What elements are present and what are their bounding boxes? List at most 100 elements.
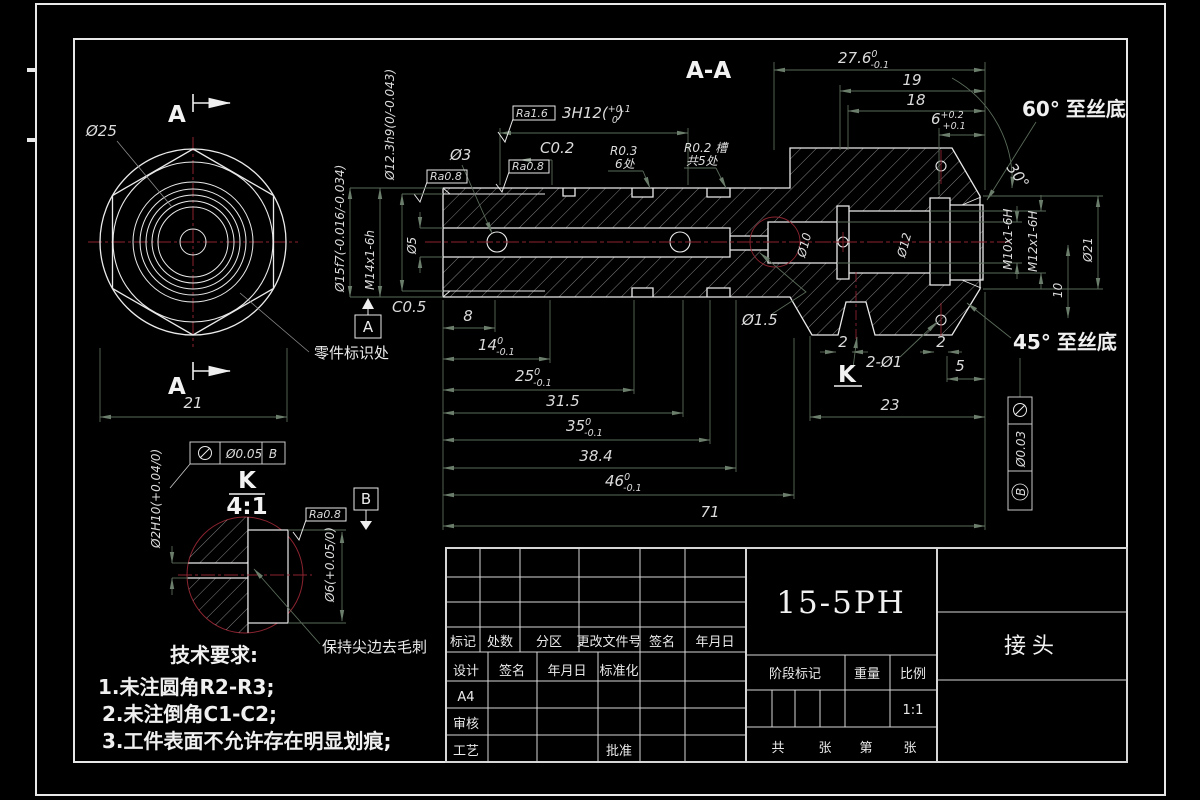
k-counterbore bbox=[247, 529, 289, 624]
right-dimensions: M10x1-6H M12x1-6H 10 Ø21 45°至丝底 Ø0.03 B bbox=[837, 195, 1117, 511]
datum-b-flag: B bbox=[353, 487, 379, 530]
k-fcf-tolerance: Ø0.05 bbox=[225, 447, 262, 461]
dim-21-label: 21 bbox=[183, 394, 202, 412]
tb-check: 审核 bbox=[453, 717, 479, 732]
dim-35: 350-0.1 bbox=[566, 417, 603, 439]
part-mark-note: 零件标识处 bbox=[314, 344, 389, 362]
tb-date: 年月日 bbox=[547, 664, 586, 679]
runout-icon bbox=[199, 447, 211, 459]
tb-rev-sign: 签名 bbox=[649, 634, 675, 650]
surface-finish-ra08-left-icon bbox=[413, 169, 468, 204]
note-r03-count: 6处 bbox=[615, 157, 636, 171]
tb-rev-date: 年月日 bbox=[695, 635, 734, 650]
runout-fcf-vertical: Ø0.03 B bbox=[1007, 396, 1033, 511]
datum-a-flag: A bbox=[354, 298, 382, 339]
note-r02: R0.2 槽 bbox=[684, 141, 729, 155]
dim-d6-counterbore: Ø6(+0.05/0) bbox=[323, 527, 337, 603]
detail-k-pointer: K bbox=[838, 362, 857, 388]
fcf-tolerance-value: Ø0.03 bbox=[1014, 431, 1028, 468]
k-fcf-datum: B bbox=[269, 447, 277, 461]
red-centerlines bbox=[425, 150, 1010, 346]
section-letter-bottom: A bbox=[168, 374, 186, 400]
tb-stage-mark: 阶段标记 bbox=[769, 667, 821, 682]
k-detail-scale: 4:1 bbox=[226, 494, 267, 520]
centerlines bbox=[88, 137, 298, 347]
dim-d123-groove: Ø12.3h9(0/-0.043) bbox=[383, 69, 397, 181]
leader-lines bbox=[116, 140, 310, 353]
tech-req-line1: 1.未注圆角R2-R3; bbox=[98, 675, 274, 699]
tb-rev-count: 处数 bbox=[487, 635, 513, 650]
tb-rev-zone: 分区 bbox=[536, 635, 562, 650]
surface-finish-ra08-top-icon bbox=[495, 159, 550, 194]
thread-lines bbox=[442, 187, 982, 298]
k-detail-view: Ø0.05 B K 4:1 Ø2H10(+0.04/0) bbox=[149, 441, 427, 656]
k-fcf: Ø0.05 B bbox=[169, 441, 286, 489]
dim-5: 5 bbox=[955, 357, 965, 375]
fcf-datum-ref: B bbox=[1014, 488, 1028, 496]
dim-25: 250-0.1 bbox=[515, 367, 552, 389]
ra08-detail-label: Ra0.8 bbox=[309, 508, 341, 521]
dim-d2h10: Ø2H10(+0.04/0) bbox=[149, 449, 163, 549]
section-view: Ø10 Ø12 bbox=[425, 147, 1010, 346]
tb-weight: 重量 bbox=[854, 666, 880, 682]
note-r03: R0.3 bbox=[610, 144, 637, 158]
tb-sheet-no: 第 bbox=[859, 741, 872, 756]
chain-dimensions: 8 140-0.1 250-0.1 31.5 350-0.1 38.4 460-… bbox=[442, 252, 986, 530]
section-title: A-A bbox=[686, 58, 731, 84]
bore-d12-label: Ø12 bbox=[894, 231, 914, 259]
dim-8: 8 bbox=[463, 307, 473, 325]
tech-req-line2: 2.未注倒角C1-C2; bbox=[102, 702, 277, 726]
tb-rev-mark: 标记 bbox=[450, 635, 476, 650]
dim-10-depth: 10 bbox=[1051, 282, 1065, 298]
note-60-deg: 60°至丝底 bbox=[1022, 97, 1126, 121]
note-45-deg: 45°至丝底 bbox=[1013, 330, 1117, 354]
dim-d3: Ø3 bbox=[449, 146, 471, 164]
dim-27-6: 27.60-0.1 bbox=[838, 49, 889, 71]
tb-material: 15-5PH bbox=[776, 585, 906, 621]
dim-d21: Ø21 bbox=[1081, 237, 1095, 263]
technical-requirements: 技术要求: 1.未注圆角R2-R3; 2.未注倒角C1-C2; 3.工件表面不允… bbox=[98, 643, 392, 753]
tb-standardize: 标准化 bbox=[599, 664, 638, 679]
dim-m10-thread: M10x1-6H bbox=[1001, 209, 1015, 270]
k-detail-letter: K bbox=[238, 468, 257, 494]
dim-2-left: 2 bbox=[838, 333, 848, 351]
dim-d15f7: Ø15f7(-0.016/-0.034) bbox=[333, 165, 347, 293]
tb-approve: 批准 bbox=[606, 744, 632, 759]
dim-23: 23 bbox=[880, 396, 899, 414]
dim-c05: C0.5 bbox=[392, 298, 426, 316]
dim-21 bbox=[99, 348, 288, 422]
tb-craft: 工艺 bbox=[453, 744, 479, 759]
ra08-top-label: Ra0.8 bbox=[512, 160, 544, 173]
ra08-left-label: Ra0.8 bbox=[430, 170, 462, 183]
hex-diameter-label: Ø25 bbox=[85, 122, 117, 140]
left-dimensions: Ø12.3h9(0/-0.043) Ø15f7(-0.016/-0.034) M… bbox=[333, 69, 443, 339]
tb-design: 设计 bbox=[453, 664, 479, 679]
left-hex-view: Ø25 零件标识处 A A 21 bbox=[85, 94, 389, 422]
dim-14: 140-0.1 bbox=[478, 336, 515, 358]
dim-46: 460-0.1 bbox=[605, 472, 642, 494]
dim-d1-5: Ø1.5 bbox=[741, 311, 778, 329]
tb-part-name: 接头 bbox=[1004, 634, 1060, 659]
hex-geometry bbox=[99, 148, 287, 336]
dim-18: 18 bbox=[906, 91, 925, 109]
dim-2-holes: 2-Ø1 bbox=[866, 353, 902, 371]
tb-scale-value: 1:1 bbox=[903, 703, 924, 718]
tb-paper-size: A4 bbox=[457, 690, 474, 705]
tech-req-title: 技术要求: bbox=[170, 643, 258, 667]
dim-30-deg: 30° bbox=[1003, 160, 1033, 192]
dim-m12-thread: M12x1-6H bbox=[1026, 211, 1040, 272]
dim-31-5: 31.5 bbox=[546, 392, 579, 410]
tb-sheets-total: 共 bbox=[771, 741, 784, 756]
tb-rev-docno: 更改文件号 bbox=[576, 635, 641, 650]
datum-a-label: A bbox=[363, 318, 374, 336]
tech-req-line3: 3.工件表面不允许存在明显划痕; bbox=[102, 729, 392, 753]
datum-b-label: B bbox=[361, 490, 371, 508]
dim-19: 19 bbox=[902, 71, 921, 89]
note-r02-count: 共5处 bbox=[686, 154, 719, 168]
surface-finish-ra16-icon bbox=[497, 105, 556, 144]
title-block: 标记 处数 分区 更改文件号 签名 年月日 设计 签名 年月日 标准化 A4 审… bbox=[445, 547, 1128, 763]
dim-m14-thread: M14x1-6h bbox=[363, 230, 377, 290]
